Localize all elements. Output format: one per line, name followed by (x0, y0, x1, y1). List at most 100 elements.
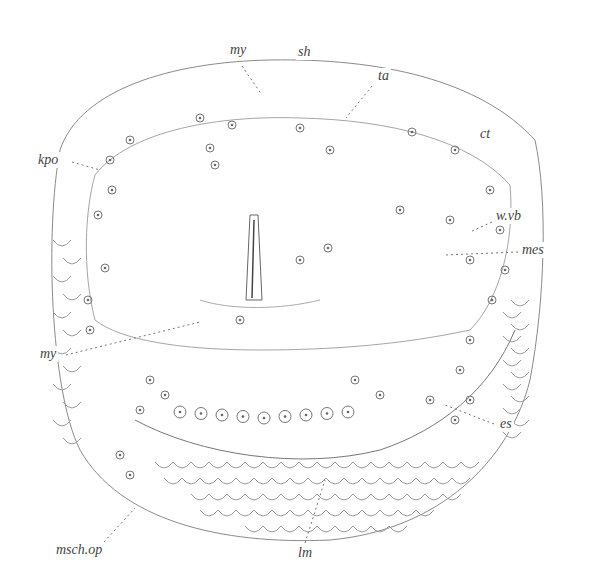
epithelial-cell (398, 510, 416, 516)
epithelial-cell (272, 478, 290, 484)
nucleolus (454, 149, 457, 152)
nucleolus (469, 259, 472, 262)
epithelial-cell (53, 312, 71, 318)
nucleolus (454, 419, 457, 422)
cell-nucleus (126, 136, 134, 144)
epithelial-cell (254, 478, 272, 484)
epithelial-cell (53, 420, 71, 426)
part-label: lm (296, 545, 314, 561)
cell-nucleus (196, 114, 204, 122)
epithelial-cell (218, 478, 236, 484)
epithelial-cell (155, 462, 173, 468)
nucleolus (504, 269, 507, 272)
epithelial-cell (53, 240, 71, 246)
cell-nucleus (501, 266, 509, 274)
epithelial-cell (511, 396, 529, 402)
nucleolus (239, 319, 242, 322)
cell-nucleus (146, 376, 154, 384)
part-label: kpo (36, 152, 60, 168)
epithelial-cell (443, 462, 461, 468)
cell-nucleus (496, 226, 504, 234)
cell-nucleus (351, 376, 359, 384)
cell-nucleus (116, 451, 124, 459)
cell-nucleus (408, 128, 416, 136)
nucleolus (354, 379, 357, 382)
central-tube-core (252, 220, 254, 298)
leader-line (66, 322, 200, 355)
nucleolus (329, 149, 332, 152)
epithelial-cell (63, 294, 81, 300)
nucleolus (326, 412, 329, 415)
epithelial-cell (63, 402, 81, 408)
cell-nucleus (216, 409, 228, 421)
nucleolus (299, 127, 302, 130)
nucleolus (242, 415, 245, 418)
nucleolus (209, 147, 212, 150)
epithelial-cell (503, 312, 521, 318)
epithelial-cell (461, 462, 479, 468)
epithelial-cell (326, 478, 344, 484)
epithelial-cell (353, 462, 371, 468)
epithelial-cell (63, 330, 81, 336)
part-label: mes (520, 242, 546, 258)
nucleolus (299, 259, 302, 262)
epithelial-cell (164, 478, 182, 484)
epithelial-cell (281, 462, 299, 468)
nucleolus (305, 414, 308, 417)
cell-nucleus (237, 411, 249, 423)
epithelial-cell (236, 510, 254, 516)
epithelial-cell (317, 526, 335, 532)
epithelial-cell (53, 276, 71, 282)
epithelial-cell (263, 462, 281, 468)
epithelial-cell (503, 360, 521, 366)
cell-nucleus (486, 186, 494, 194)
cell-nucleus (101, 264, 109, 272)
cell-nucleus (258, 412, 270, 424)
epithelial-cell (380, 510, 398, 516)
epithelial-cell (511, 420, 529, 426)
epithelial-cell (511, 324, 529, 330)
epithelial-cell (63, 366, 81, 372)
epithelial-cell (173, 462, 191, 468)
cell-nucleus (466, 396, 474, 404)
epithelial-cell (511, 300, 529, 306)
nucleolus (199, 117, 202, 120)
epithelial-cell (503, 408, 521, 414)
epithelial-cell (335, 462, 353, 468)
cell-nucleus (126, 471, 134, 479)
cell-nucleus (206, 144, 214, 152)
epithelial-cell (389, 494, 407, 500)
epithelial-cell (503, 384, 521, 390)
epithelial-cell (245, 494, 263, 500)
leader-line (72, 162, 100, 170)
cell-nucleus (466, 256, 474, 264)
epithelial-cell (299, 462, 317, 468)
epithelial-cell (326, 510, 344, 516)
nucleolus (327, 247, 330, 250)
epithelial-cell (425, 462, 443, 468)
epithelial-cell (317, 462, 335, 468)
epithelial-cell (191, 462, 209, 468)
nucleolus (129, 139, 132, 142)
epithelial-cell (407, 494, 425, 500)
cell-nucleus (296, 124, 304, 132)
cavity-outline (86, 118, 511, 350)
epithelial-cell (317, 494, 335, 500)
epithelial-cell (200, 510, 218, 516)
nucleolus (89, 329, 92, 332)
nucleolus (179, 411, 182, 414)
cell-nucleus (174, 406, 186, 418)
nucleolus (429, 399, 432, 402)
nucleolus (489, 189, 492, 192)
epithelial-cell (236, 478, 254, 484)
epithelial-cell (434, 478, 452, 484)
cell-nucleus (446, 216, 454, 224)
cell-nucleus (136, 406, 144, 414)
leader-line (445, 405, 494, 424)
epithelial-cell (290, 478, 308, 484)
nucleolus (104, 267, 107, 270)
epithelial-cell (227, 462, 245, 468)
epithelial-cell (53, 384, 71, 390)
epithelial-cell (425, 494, 443, 500)
epithelial-cell (344, 510, 362, 516)
